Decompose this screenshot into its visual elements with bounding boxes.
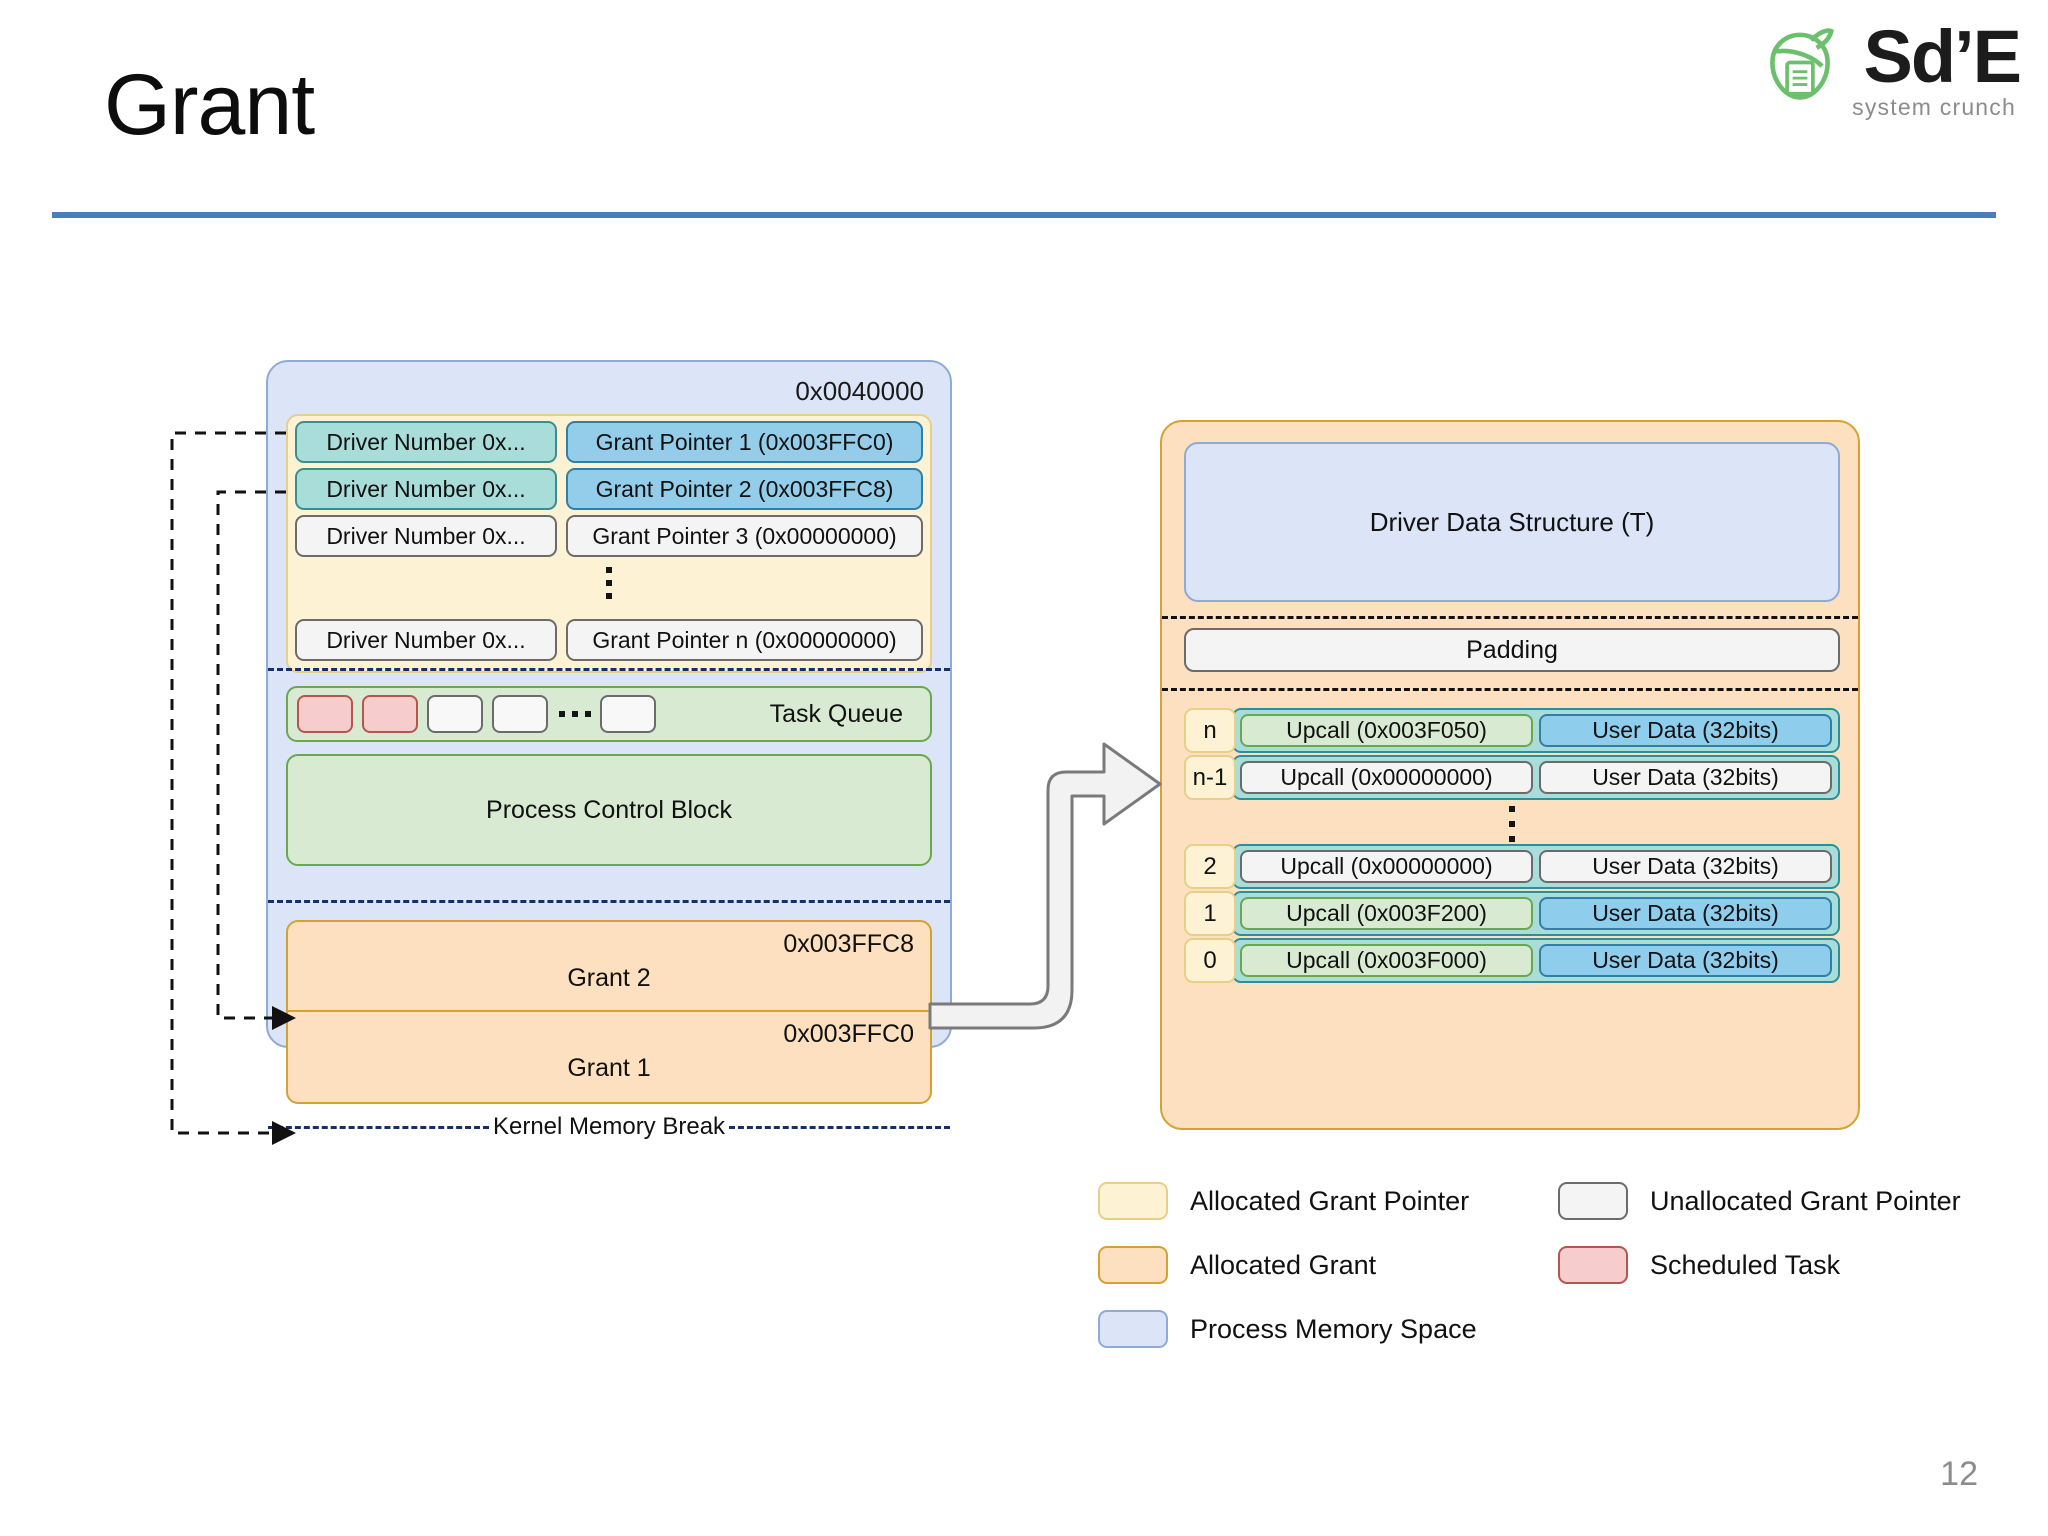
- acorn-document-icon: [1770, 28, 1835, 100]
- task-cell[interactable]: [427, 695, 483, 733]
- task-cell[interactable]: [492, 695, 548, 733]
- upcall-cell: Upcall (0x003F050): [1240, 714, 1533, 747]
- base-address-label: 0x0040000: [795, 376, 924, 406]
- driver-number-cell: Driver Number 0x...: [295, 619, 557, 661]
- driver-data-structure-divider: [1162, 616, 1858, 619]
- driver-number-cell: Driver Number 0x...: [295, 468, 557, 510]
- driver-number-cell: Driver Number 0x...: [295, 421, 557, 463]
- task-queue: Task Queue: [286, 686, 932, 742]
- upcall-row[interactable]: n Upcall (0x003F050) User Data (32bits): [1184, 708, 1840, 753]
- legend-swatch: [1098, 1246, 1168, 1284]
- task-cell[interactable]: [600, 695, 656, 733]
- grant-address-label: 0x003FFC0: [783, 1020, 914, 1048]
- user-data-cell: User Data (32bits): [1539, 714, 1832, 747]
- kernel-memory-break: Kernel Memory Break: [268, 1113, 951, 1140]
- upcall-row[interactable]: n-1 Upcall (0x00000000) User Data (32bit…: [1184, 755, 1840, 800]
- grant-pointer-table-divider: [268, 668, 950, 671]
- legend-label: Allocated Grant: [1190, 1249, 1377, 1280]
- upcall-row[interactable]: 0 Upcall (0x003F000) User Data (32bits): [1184, 938, 1840, 983]
- driver-data-structure-block: Driver Data Structure (T): [1184, 442, 1840, 602]
- driver-number-cell: Driver Number 0x...: [295, 515, 557, 557]
- legend-item-allocated-grant-pointer: Allocated Grant Pointer: [1098, 1182, 1518, 1220]
- page-number: 12: [1940, 1455, 1978, 1493]
- grant-pointer-cell: Grant Pointer 1 (0x003FFC0): [566, 421, 923, 463]
- process-control-block: Process Control Block: [286, 754, 932, 866]
- upcall-ellipsis-icon: [1184, 806, 1840, 842]
- upcall-row-body: Upcall (0x003F000) User Data (32bits): [1232, 938, 1840, 983]
- title-divider: [52, 212, 1996, 218]
- legend-label: Allocated Grant Pointer: [1190, 1185, 1470, 1216]
- legend-label: Scheduled Task: [1650, 1249, 1841, 1280]
- grant-pointer-row[interactable]: Driver Number 0x... Grant Pointer 1 (0x0…: [295, 421, 923, 463]
- grant-pointer-cell: Grant Pointer n (0x00000000): [566, 619, 923, 661]
- user-data-cell: User Data (32bits): [1539, 897, 1832, 930]
- grant-block-1[interactable]: 0x003FFC0 Grant 1: [286, 1012, 932, 1104]
- grant-pointer-row[interactable]: Driver Number 0x... Grant Pointer 3 (0x0…: [295, 515, 923, 557]
- padding-divider: [1162, 688, 1858, 691]
- grant-name-label: Grant 2: [567, 964, 651, 992]
- legend-label: Process Memory Space: [1190, 1313, 1477, 1344]
- upcall-cell: Upcall (0x00000000): [1240, 761, 1533, 794]
- upcall-cell: Upcall (0x00000000): [1240, 850, 1533, 883]
- user-data-cell: User Data (32bits): [1539, 850, 1832, 883]
- upcall-row[interactable]: 2 Upcall (0x00000000) User Data (32bits): [1184, 844, 1840, 889]
- process-control-block-divider: [268, 900, 950, 903]
- task-cell[interactable]: [297, 695, 353, 733]
- process-memory-space-panel: 0x0040000 Driver Number 0x... Grant Poin…: [266, 360, 952, 1140]
- legend-swatch: [1558, 1246, 1628, 1284]
- grant-address-label: 0x003FFC8: [783, 930, 914, 958]
- grant-detail-panel: Driver Data Structure (T) Padding n Upca…: [1160, 420, 1860, 1130]
- brand-logo: Sd’E system crunch: [1754, 15, 2022, 121]
- legend: Allocated Grant Pointer Unallocated Gran…: [1098, 1182, 1978, 1348]
- padding-block: Padding: [1184, 628, 1840, 672]
- upcall-index-cell: n-1: [1184, 755, 1236, 800]
- upcall-row-body: Upcall (0x003F050) User Data (32bits): [1232, 708, 1840, 753]
- legend-item-scheduled-task: Scheduled Task: [1558, 1246, 1978, 1284]
- user-data-cell: User Data (32bits): [1539, 944, 1832, 977]
- logo-tagline: system crunch: [1852, 94, 2016, 121]
- grant-pointer-row[interactable]: Driver Number 0x... Grant Pointer n (0x0…: [295, 619, 923, 661]
- grant-pointer-table: Driver Number 0x... Grant Pointer 1 (0x0…: [286, 414, 932, 673]
- legend-swatch: [1558, 1182, 1628, 1220]
- kernel-memory-break-line-right: [729, 1125, 951, 1129]
- upcall-index-cell: 1: [1184, 891, 1236, 936]
- upcall-index-cell: n: [1184, 708, 1236, 753]
- grant-pointer-cell: Grant Pointer 2 (0x003FFC8): [566, 468, 923, 510]
- kernel-memory-break-line-left: [268, 1125, 489, 1129]
- grant-pointer-ellipsis-icon: [606, 567, 612, 599]
- task-queue-ellipsis-icon: [559, 711, 591, 717]
- grant-pointer-row[interactable]: Driver Number 0x... Grant Pointer 2 (0x0…: [295, 468, 923, 510]
- upcall-index-cell: 0: [1184, 938, 1236, 983]
- legend-item-unallocated-grant-pointer: Unallocated Grant Pointer: [1558, 1182, 1978, 1220]
- grant-block-2[interactable]: 0x003FFC8 Grant 2: [286, 920, 932, 1012]
- legend-item-empty: [1558, 1310, 1978, 1348]
- user-data-cell: User Data (32bits): [1539, 761, 1832, 794]
- logo-wordmark: Sd’E: [1863, 15, 2022, 98]
- task-queue-label: Task Queue: [769, 699, 903, 728]
- legend-swatch: [1098, 1310, 1168, 1348]
- upcall-row[interactable]: 1 Upcall (0x003F200) User Data (32bits): [1184, 891, 1840, 936]
- upcall-index-cell: 2: [1184, 844, 1236, 889]
- task-cell[interactable]: [362, 695, 418, 733]
- upcall-row-body: Upcall (0x00000000) User Data (32bits): [1232, 844, 1840, 889]
- grant-detail-block-arrow: [928, 742, 1162, 1030]
- upcall-list: n Upcall (0x003F050) User Data (32bits) …: [1184, 708, 1840, 985]
- legend-swatch: [1098, 1182, 1168, 1220]
- grant-pointer-cell: Grant Pointer 3 (0x00000000): [566, 515, 923, 557]
- legend-item-process-memory-space: Process Memory Space: [1098, 1310, 1518, 1348]
- legend-item-allocated-grant: Allocated Grant: [1098, 1246, 1518, 1284]
- upcall-cell: Upcall (0x003F200): [1240, 897, 1533, 930]
- legend-label: Unallocated Grant Pointer: [1650, 1185, 1961, 1216]
- grant-name-label: Grant 1: [567, 1054, 651, 1082]
- upcall-cell: Upcall (0x003F000): [1240, 944, 1533, 977]
- page-title: Grant: [104, 57, 315, 153]
- upcall-row-body: Upcall (0x003F200) User Data (32bits): [1232, 891, 1840, 936]
- kernel-memory-break-label: Kernel Memory Break: [492, 1113, 726, 1140]
- upcall-row-body: Upcall (0x00000000) User Data (32bits): [1232, 755, 1840, 800]
